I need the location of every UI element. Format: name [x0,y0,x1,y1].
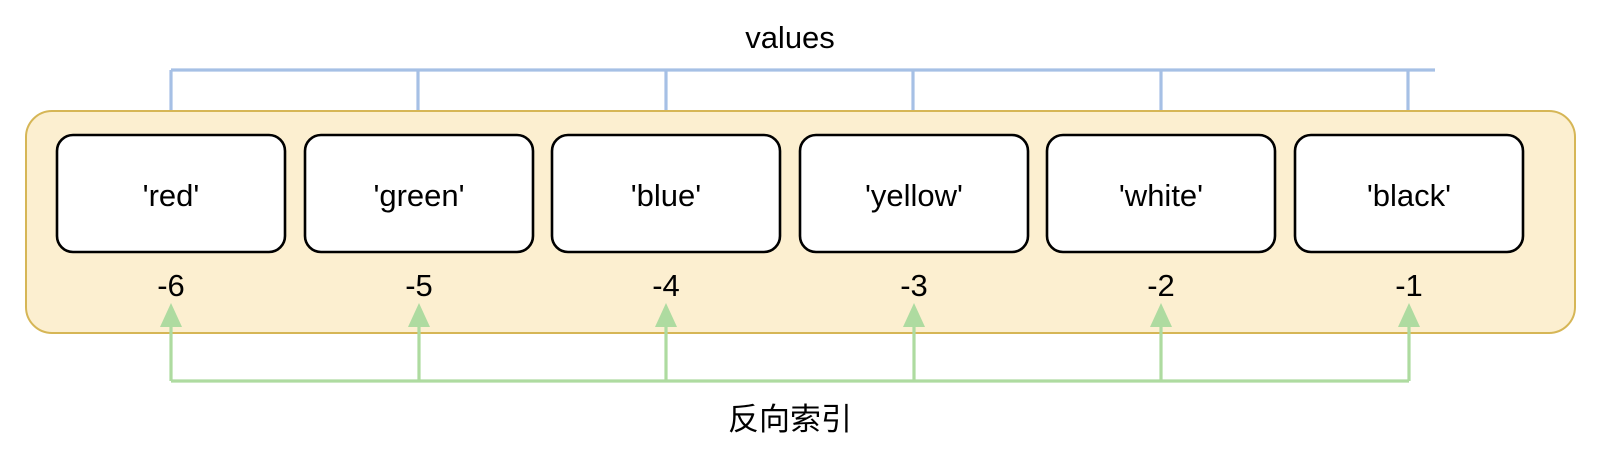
cell-value-group: 'red' 'green' 'blue' 'yellow' 'white' 'b… [143,178,1451,213]
cell-value-1: 'red' [143,178,200,213]
index-label-3: -4 [652,268,680,303]
index-label-1: -6 [157,268,185,303]
cell-value-2: 'green' [373,178,464,213]
index-label-6: -1 [1395,268,1423,303]
reverse-index-arrow-head-6 [1398,303,1420,327]
index-label-group: -6 -5 -4 -3 -2 -1 [157,268,1423,303]
cell-value-6: 'black' [1367,178,1451,213]
reverse-index-arrow-head-3 [655,303,677,327]
index-label-4: -3 [900,268,928,303]
cell-box-2[interactable] [303,133,535,254]
values-caption: values [745,20,835,55]
index-label-2: -5 [405,268,433,303]
reverse-index-arrow-head-4 [903,303,925,327]
cell-box-6[interactable] [1293,133,1525,254]
cell-box-group [55,133,1525,254]
reverse-index-caption: 反向索引 [728,402,852,437]
cell-value-3: 'blue' [631,178,701,213]
cell-box-1[interactable] [55,133,287,254]
cell-value-4: 'yellow' [865,178,963,213]
cell-box-3[interactable] [550,133,782,254]
index-label-5: -2 [1147,268,1175,303]
reverse-index-arrow-head-1 [160,303,182,327]
cell-box-4[interactable] [798,133,1030,254]
reverse-index-arrow-head-2 [408,303,430,327]
cell-value-5: 'white' [1119,178,1203,213]
reverse-index-arrow-head-5 [1150,303,1172,327]
cell-box-5[interactable] [1045,133,1277,254]
reverse-index-arrow-group [160,303,1420,381]
